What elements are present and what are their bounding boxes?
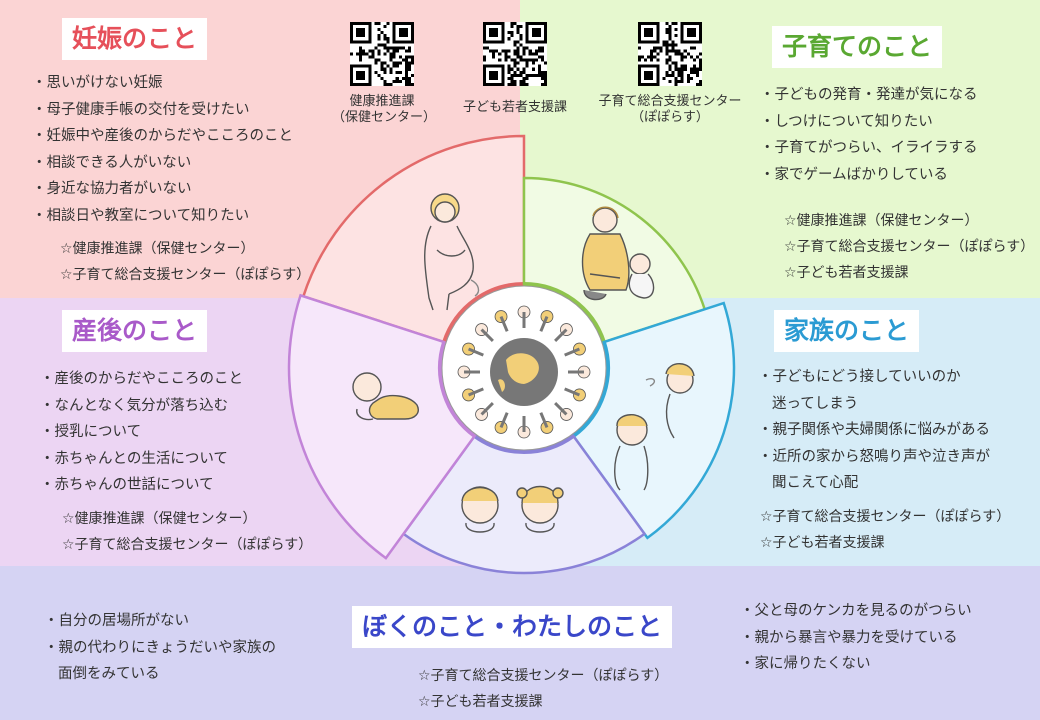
- list-item: ・なんとなく気分が落ち込む: [40, 397, 229, 414]
- office-item: ☆子育て総合支援センター（ぽぽらす）: [60, 267, 311, 283]
- list-item-line: ・近所の家から怒鳴り声や泣き声が: [758, 448, 990, 465]
- list-item: ・家でゲームばかりしている: [760, 166, 948, 183]
- pregnancy-offices: ☆健康推進課（保健センター） ☆子育て総合支援センター（ぽぽらす）: [60, 236, 310, 288]
- child-body-icon: [554, 402, 568, 416]
- list-item: ・親から暴言や暴力を受けている: [740, 629, 958, 646]
- list-item: ・赤ちゃんとの生活について: [40, 450, 228, 467]
- list-item-line: 聞こえて心配: [772, 475, 859, 491]
- qr-youth-support[interactable]: 子ども若者支援課: [450, 22, 580, 116]
- family-offices: ☆子育て総合支援センター（ぽぽらす） ☆子ども若者支援課: [760, 504, 1010, 556]
- child-body-icon: [480, 402, 494, 416]
- pregnant-woman-icon: [424, 193, 480, 311]
- qr-label-youth-support: 子ども若者支援課: [462, 100, 567, 115]
- qr-label-health-center: 健康推進課 （保健センター）: [332, 94, 437, 125]
- list-item: ・授乳について: [40, 424, 142, 440]
- list-item: ・父と母のケンカを見るのがつらい: [740, 603, 972, 619]
- list-item: ・しつけについて知りたい: [760, 113, 933, 130]
- qr-health-center[interactable]: 健康推進課 （保健センター）: [332, 22, 437, 126]
- list-item-line: 迷ってしまう: [772, 395, 859, 412]
- office-item: ☆子ども若者支援課: [760, 535, 885, 551]
- list-item: ・母子健康手帳の交付を受けたい: [32, 101, 250, 118]
- list-item: ・赤ちゃんの世話について: [40, 477, 214, 493]
- office-item: ☆健康推進課（保健センター）: [60, 241, 255, 257]
- office-item: ☆子ども若者支援課: [418, 694, 543, 710]
- child-body-icon: [467, 387, 484, 397]
- pregnancy-sector-inner-arc: [442, 282, 525, 343]
- qr-code-icon: [350, 22, 414, 86]
- postpartum-list: ・産後のからだやこころのこと ・なんとなく気分が落ち込む ・授乳について ・赤ち…: [40, 366, 243, 499]
- qr-label-popolas: 子育て総合支援センター （ぽぽらす）: [598, 94, 742, 125]
- list-item-line: ・親子関係や夫婦関係に悩みがある: [758, 422, 990, 438]
- office-item: ☆健康推進課（保健センター）: [784, 213, 979, 229]
- qr-code-icon: [638, 22, 702, 86]
- list-item: ・子どもにどう接していいのか迷ってしまう: [758, 364, 990, 417]
- list-item-line: ・自分の居場所がない: [44, 613, 189, 629]
- list-item: ・親子関係や夫婦関係に悩みがある: [758, 417, 990, 444]
- self-right-list: ・父と母のケンカを見るのがつらい ・親から暴言や暴力を受けている ・家に帰りたく…: [740, 598, 972, 678]
- office-item: ☆子育て総合支援センター（ぽぽらす）: [62, 537, 313, 553]
- childcare-offices: ☆健康推進課（保健センター） ☆子育て総合支援センター（ぽぽらす） ☆子ども若者…: [784, 208, 1034, 286]
- office-item: ☆子育て総合支援センター（ぽぽらす）: [784, 239, 1035, 255]
- child-body-icon: [564, 387, 581, 397]
- two-children-icon: [461, 486, 564, 533]
- child-body-icon: [499, 315, 509, 332]
- list-item: ・産後のからだやこころのこと: [40, 371, 243, 387]
- list-item-line: ・親の代わりにきょうだいや家族の: [44, 639, 276, 656]
- list-item: ・親の代わりにきょうだいや家族の面倒をみている: [44, 635, 276, 688]
- family-title: 家族のこと: [774, 310, 920, 352]
- crawling-baby-icon: [352, 372, 419, 421]
- self-left-list: ・自分の居場所がない ・親の代わりにきょうだいや家族の面倒をみている: [44, 608, 276, 688]
- list-item-line: 面倒をみている: [58, 666, 160, 682]
- list-item: ・自分の居場所がない: [44, 608, 276, 635]
- list-item: ・身近な協力者がいない: [32, 181, 192, 197]
- self-offices: ☆子育て総合支援センター（ぽぽらす） ☆子ども若者支援課: [418, 663, 668, 715]
- list-item: ・相談日や教室について知りたい: [32, 207, 250, 224]
- postpartum-sector-inner-arc: [438, 341, 476, 438]
- list-item: ・妊娠中や産後のからだやこころのこと: [32, 128, 293, 144]
- office-item: ☆健康推進課（保健センター）: [62, 511, 257, 527]
- pregnancy-list: ・思いがけない妊娠 ・母子健康手帳の交付を受けたい ・妊娠中や産後のからだやここ…: [32, 70, 293, 229]
- family-sector-inner-arc: [572, 341, 610, 438]
- qr-code-icon: [483, 22, 547, 86]
- child-body-icon: [480, 328, 494, 342]
- list-item: ・思いがけない妊娠: [32, 75, 163, 91]
- office-item: ☆子ども若者支援課: [784, 265, 909, 281]
- office-item: ☆子育て総合支援センター（ぽぽらす）: [760, 509, 1011, 525]
- globe-children-ring-icon: [441, 285, 607, 451]
- postpartum-offices: ☆健康推進課（保健センター） ☆子育て総合支援センター（ぽぽらす）: [62, 506, 312, 558]
- child-body-icon: [564, 347, 581, 357]
- office-item: ☆子育て総合支援センター（ぽぽらす）: [418, 668, 669, 684]
- self-title: ぼくのこと・わたしのこと: [352, 606, 673, 648]
- postpartum-title: 産後のこと: [62, 310, 208, 352]
- child-body-icon: [554, 328, 568, 342]
- list-item: ・子育てがつらい、イライラする: [760, 140, 978, 156]
- pregnancy-title: 妊娠のこと: [62, 18, 208, 60]
- list-item: ・子どもの発育・発達が気になる: [760, 87, 978, 103]
- childcare-title: 子育てのこと: [772, 26, 943, 68]
- family-list: ・子どもにどう接していいのか迷ってしまう ・親子関係や夫婦関係に悩みがある ・近…: [758, 364, 990, 497]
- child-body-icon: [499, 412, 509, 429]
- list-item: ・近所の家から怒鳴り声や泣き声が聞こえて心配: [758, 444, 990, 497]
- child-body-icon: [467, 347, 484, 357]
- list-item-line: ・子どもにどう接していいのか: [758, 369, 961, 385]
- list-item: ・相談できる人がいない: [32, 154, 192, 171]
- child-body-icon: [539, 412, 549, 429]
- list-item: ・家に帰りたくない: [740, 656, 871, 672]
- self-sector-inner-arc: [473, 434, 575, 454]
- child-body-icon: [539, 315, 549, 332]
- worried-parents-icon: [614, 363, 695, 491]
- childcare-sector-inner-arc: [523, 282, 606, 343]
- mother-and-toddler-icon: [581, 206, 655, 301]
- childcare-list: ・子どもの発育・発達が気になる ・しつけについて知りたい ・子育てがつらい、イラ…: [760, 82, 978, 188]
- qr-popolas[interactable]: 子育て総合支援センター （ぽぽらす）: [585, 22, 755, 126]
